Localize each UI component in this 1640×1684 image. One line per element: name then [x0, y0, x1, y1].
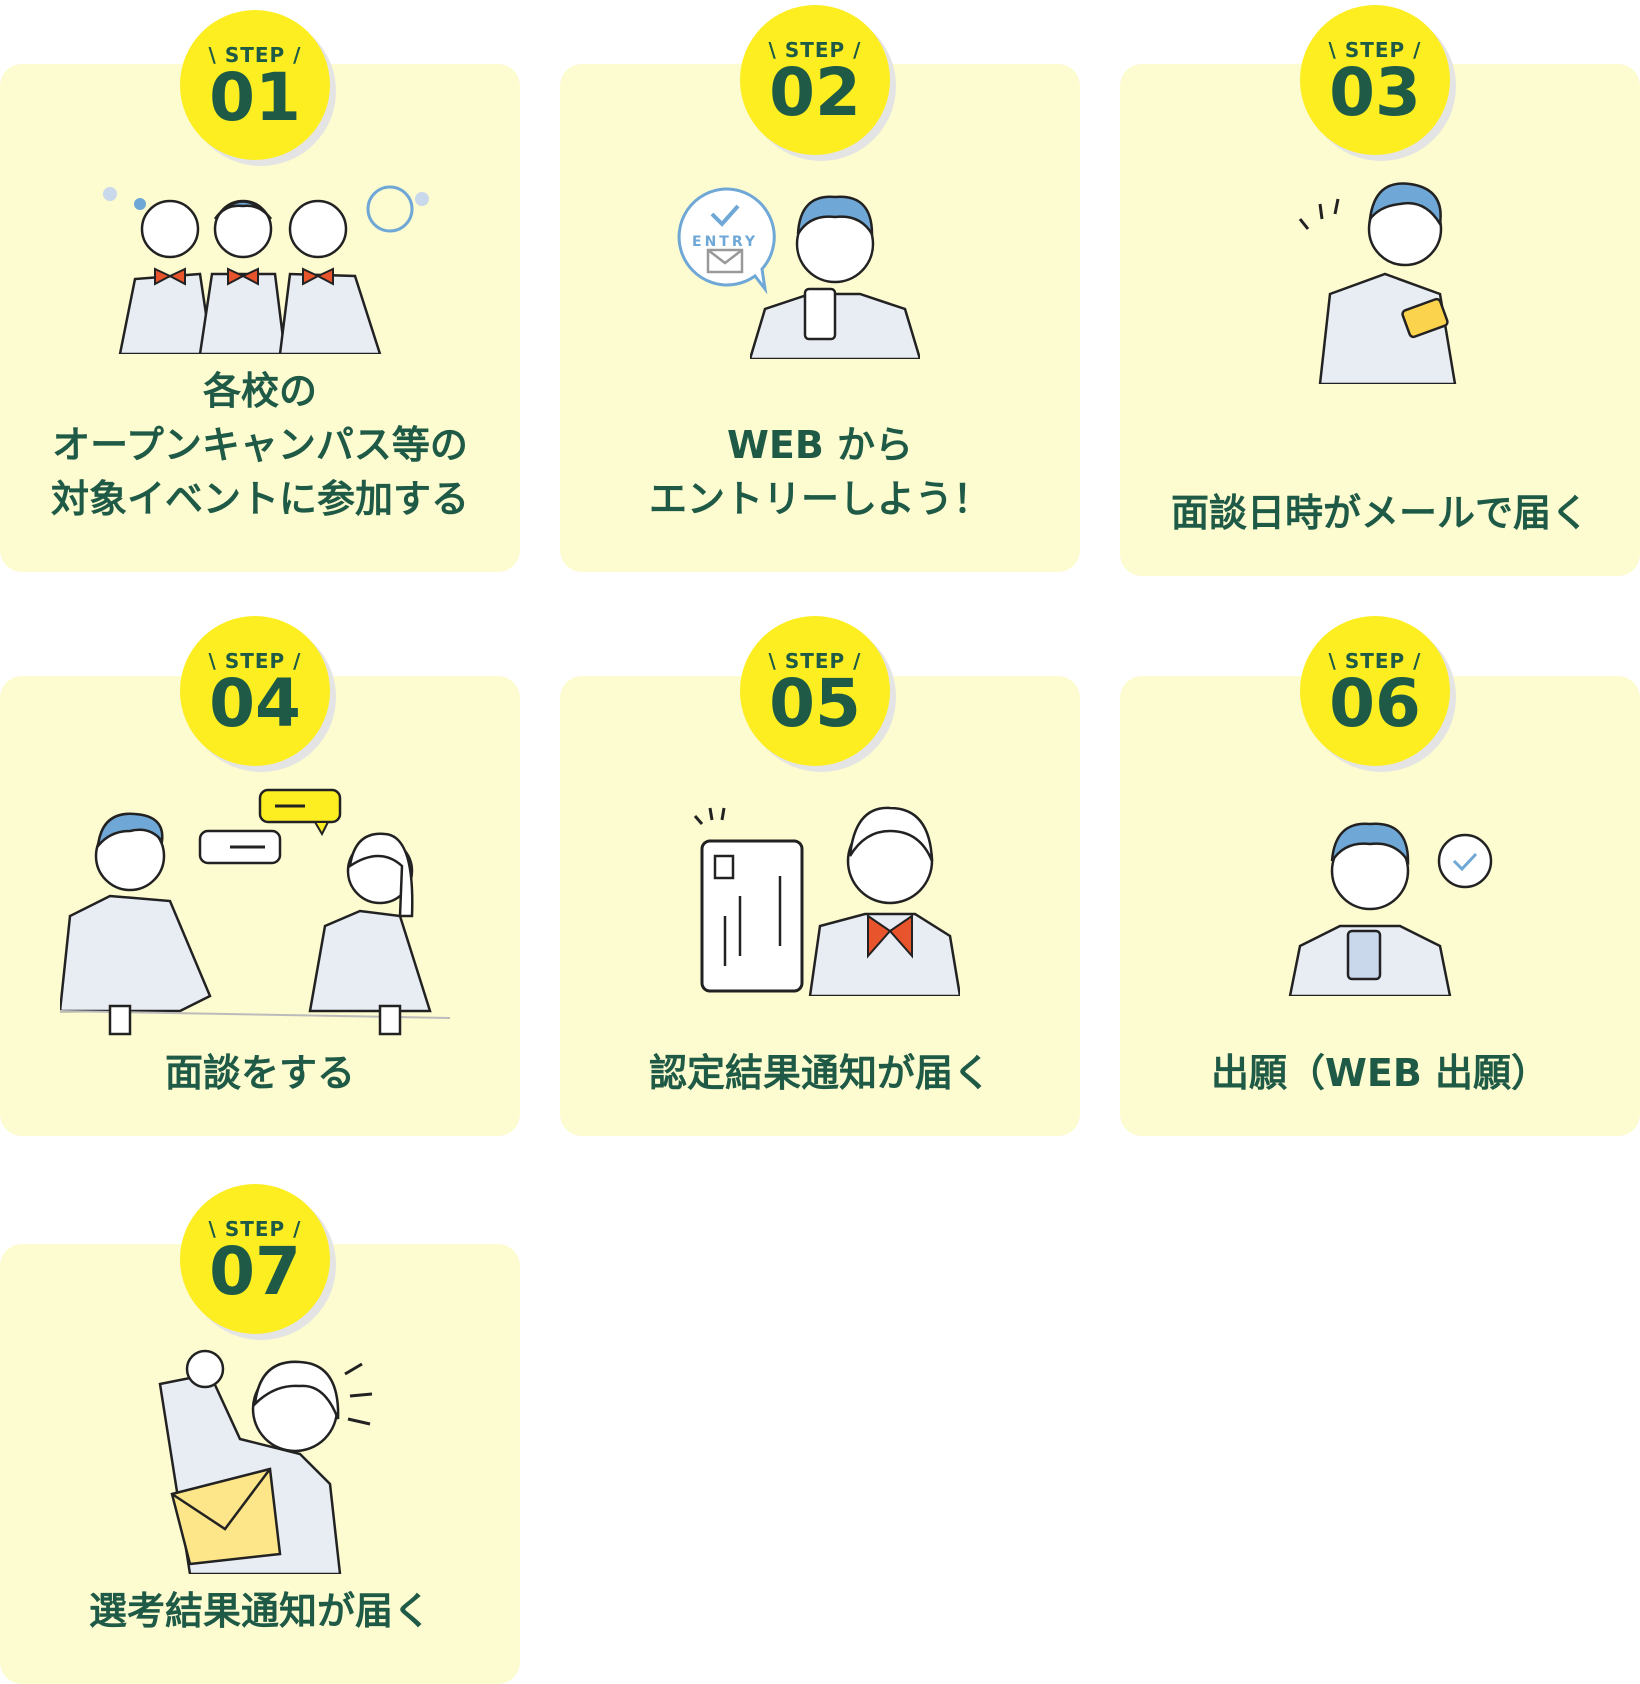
caption-line: エントリーしよう！ [648, 477, 991, 521]
man-phone-illustration [1298, 182, 1457, 384]
caption-line: 認定結果通知が届く [648, 1051, 991, 1095]
step-label: STEP [1329, 649, 1422, 673]
student-phone-illustration [750, 195, 920, 359]
step-caption: WEB から エントリーしよう！ [560, 418, 1080, 526]
step-number: 02 [769, 54, 861, 131]
step-number: 06 [1329, 665, 1421, 742]
step-label: STEP [209, 649, 302, 673]
step-badge-06: STEP 06 [1300, 616, 1450, 766]
students-illustration [103, 185, 429, 354]
caption-line: オープンキャンパス等の [52, 423, 468, 467]
step-badge-04: STEP 04 [180, 616, 330, 766]
caption-line: 面談をする [164, 1051, 355, 1095]
step-badge-01: STEP 01 [180, 10, 330, 160]
step-label: STEP [769, 38, 862, 62]
step-label: STEP [1329, 38, 1422, 62]
certificate-student-illustration [693, 806, 960, 996]
entry-bubble-text: ENTRY [692, 234, 758, 250]
step-caption: 選考結果通知が届く [0, 1584, 520, 1638]
step-caption: 面談日時がメールで届く [1120, 486, 1640, 540]
step-badge-07: STEP 07 [180, 1184, 330, 1334]
interview-illustration [60, 788, 451, 1036]
step-label: STEP [209, 43, 302, 67]
caption-line: 各校の [202, 369, 317, 413]
step-badge-03: STEP 03 [1300, 5, 1450, 155]
caption-line: 出願（WEB 出願） [1210, 1051, 1550, 1095]
caption-line: 選考結果通知が届く [88, 1589, 431, 1633]
step-number: 07 [209, 1233, 301, 1310]
step-caption: 各校の オープンキャンパス等の 対象イベントに参加する [0, 364, 520, 526]
step-label: STEP [209, 1217, 302, 1241]
step-label: STEP [769, 649, 862, 673]
step-number: 05 [769, 665, 861, 742]
step-badge-05: STEP 05 [740, 616, 890, 766]
caption-line: WEB から [726, 423, 914, 467]
entry-bubble-icon [677, 187, 776, 294]
step-number: 04 [209, 665, 301, 742]
step-number: 01 [209, 59, 301, 136]
celebrating-student-illustration [158, 1349, 373, 1574]
caption-line: 対象イベントに参加する [50, 477, 469, 521]
caption-line: 面談日時がメールで届く [1170, 491, 1589, 535]
student-apply-illustration [1288, 822, 1493, 996]
step-badge-02: STEP 02 [740, 5, 890, 155]
step-caption: 認定結果通知が届く [560, 1046, 1080, 1100]
step-number: 03 [1329, 54, 1421, 131]
step-caption: 面談をする [0, 1046, 520, 1100]
step-caption: 出願（WEB 出願） [1120, 1046, 1640, 1100]
